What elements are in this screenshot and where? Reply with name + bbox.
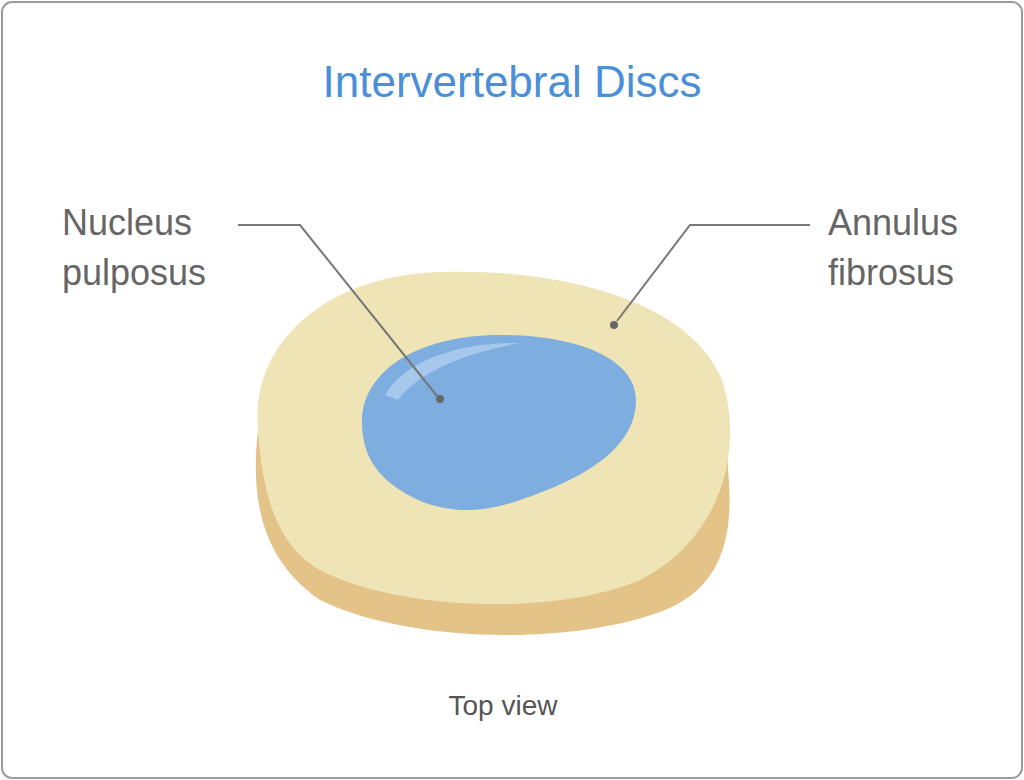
part-label: Nucleus pulposus bbox=[62, 198, 247, 298]
leader-line bbox=[617, 225, 810, 321]
leader-dot bbox=[610, 321, 618, 329]
part-label: Annulus fibrosus bbox=[828, 198, 1013, 298]
annulus-fibrosus bbox=[257, 272, 730, 604]
diagram-title: Intervertebral Discs bbox=[322, 57, 701, 107]
nucleus-highlight bbox=[385, 343, 520, 400]
leader-dot bbox=[436, 395, 444, 403]
leader-line bbox=[238, 225, 437, 396]
nucleus-pulposus bbox=[362, 335, 636, 510]
view-caption: Top view bbox=[449, 690, 558, 722]
